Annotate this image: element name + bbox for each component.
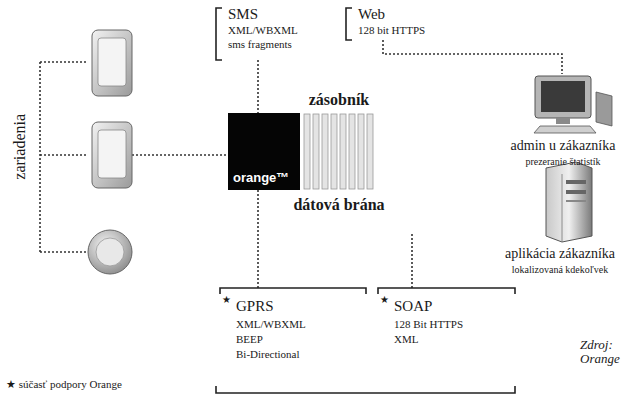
protocol-name: Web <box>358 6 385 23</box>
protocol-detail: XML/WBXML <box>236 318 306 330</box>
endpoint-detail: lokalizovaná kdekoľvek <box>512 264 609 275</box>
protocol-detail: 128 bit HTTPS <box>358 24 425 36</box>
protocol-detail: sms fragments <box>228 38 292 50</box>
endpoint-detail: prezeranie štatistík <box>525 156 600 167</box>
protocol-detail: BEEP <box>236 333 263 345</box>
star-mark: ★ <box>380 294 389 305</box>
source-note: Zdroj: Orange <box>580 338 632 367</box>
logo-box: orange™ <box>228 113 300 190</box>
stack-caption: dátová brána <box>293 196 384 214</box>
protocol-detail: XML/WBXML <box>228 24 298 36</box>
brackets <box>216 8 515 393</box>
protocol-name: SOAP <box>394 298 432 315</box>
buffer-stack: zásobníkdátová brána <box>303 113 375 190</box>
logo-text: orange™ <box>233 171 289 185</box>
server-icon <box>546 162 592 242</box>
protocol-detail: Bi-Directional <box>236 348 300 360</box>
protocol-name: GPRS <box>236 298 274 315</box>
protocol-detail: 128 Bit HTTPS <box>394 318 463 330</box>
endpoint-name: aplikácia zákazníka <box>505 246 615 261</box>
protocol-detail: XML <box>394 333 418 345</box>
stack-heading: zásobník <box>309 91 369 109</box>
computer-icon <box>534 76 612 133</box>
group-label: zariadenia <box>11 87 29 207</box>
stack-stripes <box>303 113 375 190</box>
footnote: ★ súčasť podpory Orange <box>6 378 122 390</box>
endpoint-name: admin u zákazníka <box>511 138 616 153</box>
device-icons <box>88 30 132 274</box>
protocol-name: SMS <box>228 6 258 23</box>
star-mark: ★ <box>222 294 231 305</box>
